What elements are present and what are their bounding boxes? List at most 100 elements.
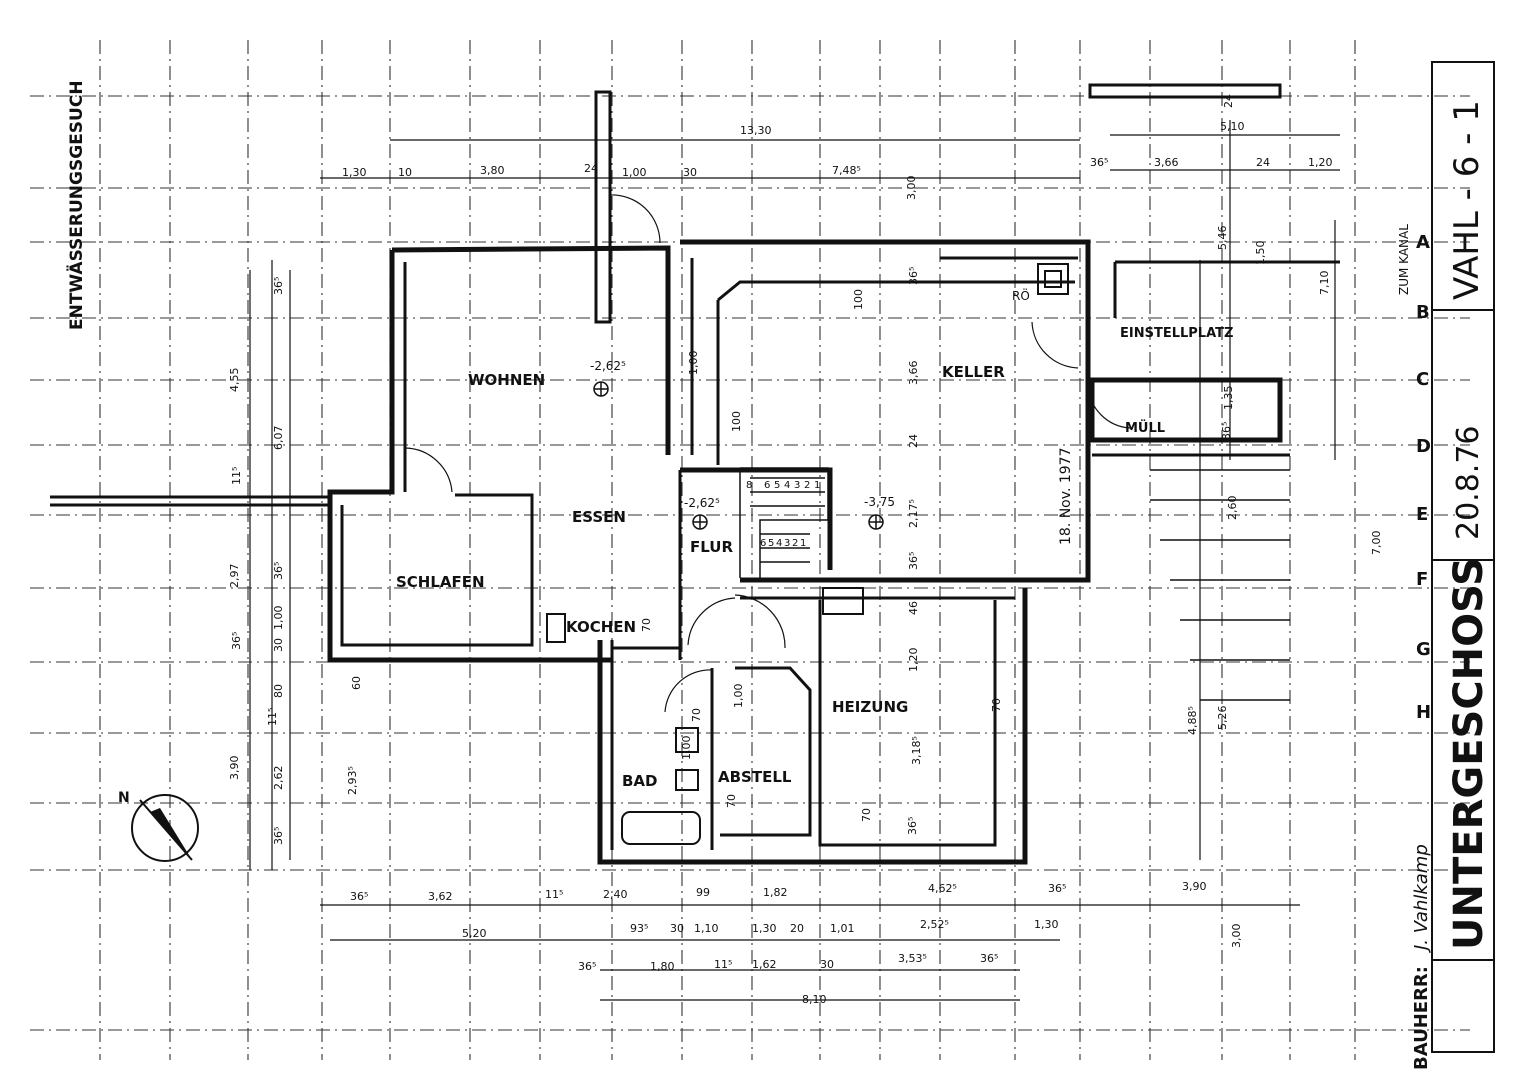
dim-label: 100 <box>730 411 743 432</box>
dim-label: 1,62 <box>752 958 777 971</box>
room-essen: ESSEN <box>572 508 626 526</box>
dim-label: 3,00 <box>1230 924 1243 949</box>
dim-label: 11⁵ <box>545 888 563 901</box>
dim-label: 11⁵ <box>266 708 279 726</box>
dims-bottom: 36⁵ 3,62 11⁵ 2,40 99 1,82 4,62⁵ 36⁵ 3,90… <box>350 880 1207 1006</box>
dim-label: 36⁵ <box>272 827 285 845</box>
dim-label: 3,62 <box>428 890 453 903</box>
axis-label-c: C <box>1416 369 1429 390</box>
step-label: 3 <box>794 480 800 491</box>
stairs <box>739 467 1290 701</box>
dim-label: 80 <box>272 684 285 698</box>
dim-label: 36⁵ <box>980 952 998 965</box>
dim-label: 36⁵ <box>578 960 596 973</box>
dim-label: 30 <box>272 638 285 652</box>
owner-name: J. Vahlkamp <box>1411 844 1432 953</box>
dim-label: 7,10 <box>1318 271 1331 296</box>
stamp-date: 18. Nov. 1977 <box>1058 448 1074 545</box>
step-label: 8 <box>746 480 752 491</box>
axis-label-f: F <box>1416 569 1428 590</box>
step-label: 5 <box>774 480 780 491</box>
dim-label: 1,20 <box>1308 156 1333 169</box>
dim-label: 1,20 <box>907 648 920 673</box>
room-labels: WOHNEN ESSEN SCHLAFEN KOCHEN FLUR KELLER… <box>396 326 1233 790</box>
zum-kanal-label: ZUM KANAL <box>1397 224 1411 295</box>
heating-boiler <box>822 587 864 615</box>
dim-label: 70 <box>860 808 873 822</box>
dim-label: 6,07 <box>272 426 285 451</box>
north-label: N <box>118 790 130 806</box>
dim-label: 11⁵ <box>714 958 732 971</box>
dim-label: 24 <box>1256 156 1270 169</box>
dim-label: 2,97 <box>228 564 241 589</box>
dim-label: 1,30 <box>752 922 777 935</box>
north-arrow-icon: N <box>118 790 199 862</box>
dim-label: 3,90 <box>228 756 241 781</box>
dim-label: 1,30 <box>342 166 367 179</box>
axis-label-e: E <box>1416 504 1428 525</box>
bathtub <box>621 811 701 845</box>
dim-label: 5,20 <box>462 927 487 940</box>
dim-label: 3,80 <box>480 164 505 177</box>
dim-label: 2,60 <box>1226 496 1239 521</box>
dim-label: 5,26 <box>1216 706 1229 731</box>
axis-label-g: G <box>1416 639 1431 660</box>
roe-label: RÖ <box>1012 287 1030 303</box>
step-label: 6 <box>760 538 766 549</box>
level-markers <box>593 381 884 530</box>
step-label: 6 <box>764 480 770 491</box>
room-heizung: HEIZUNG <box>832 698 908 716</box>
title-block: VAHL - 6 - 1 20.8.76 UNTERGESCHOSS BAUHE… <box>1411 61 1495 1070</box>
dim-label: 3,66 <box>907 361 920 386</box>
drain-shaft <box>1037 263 1069 295</box>
dims-left: 4,55 6,07 36⁵ 11⁵ 2,97 36⁵ 1,00 30 36⁵ 8… <box>228 277 363 845</box>
level-keller: -3,75 <box>864 495 895 509</box>
dim-label: 1,35 <box>1222 386 1235 411</box>
dim-label: 36⁵ <box>230 632 243 650</box>
room-schlafen: SCHLAFEN <box>396 573 485 591</box>
axis-label-a: A <box>1416 232 1430 253</box>
dim-label: 1,30 <box>1034 918 1059 931</box>
dim-label: 2,52⁵ <box>920 918 949 931</box>
dim-label: 36⁵ <box>1090 156 1108 169</box>
dim-label: 2,62 <box>272 766 285 791</box>
dims-top: 1,30 10 3,80 24 1,00 30 7,48⁵ 13,30 36⁵ … <box>342 94 1333 200</box>
grid-lines <box>30 40 1470 1060</box>
axis-label-d: D <box>1416 436 1431 457</box>
plan-date: 20.8.76 <box>1451 425 1486 540</box>
dim-label: 46 <box>907 601 920 615</box>
annotations: -2,62⁵ -2,62⁵ -3,75 ZUM KANAL RÖ 18. Nov… <box>590 224 1411 545</box>
dim-label: 36⁵ <box>350 890 368 903</box>
dim-label: 3,90 <box>1182 880 1207 893</box>
room-wohnen: WOHNEN <box>468 371 545 389</box>
owner-label: BAUHERR: <box>1411 966 1432 1070</box>
dim-label: 1,00 <box>687 351 700 376</box>
room-muell: MÜLL <box>1125 420 1165 436</box>
room-einstellplatz: EINSTELLPLATZ <box>1120 326 1233 341</box>
walls <box>50 83 1340 865</box>
dim-label: 36⁵ <box>272 277 285 295</box>
dim-label: 11⁵ <box>230 467 243 485</box>
dim-label: 10 <box>398 166 412 179</box>
dim-label: 5,46 <box>1216 226 1229 251</box>
kitchen-unit <box>546 613 566 643</box>
room-flur: FLUR <box>690 538 733 556</box>
dims-inner: 100 100 1,00 36⁵ 3,66 24 2,17⁵ 36⁵ 46 1,… <box>640 267 1233 835</box>
dim-label: 4,62⁵ <box>928 882 957 895</box>
dim-label: 4,88⁵ <box>1186 706 1199 735</box>
step-label: 1 <box>814 480 820 491</box>
dim-label: 5,10 <box>1220 120 1245 133</box>
dim-label: 36⁵ <box>906 817 919 835</box>
dim-label: 93⁵ <box>630 922 648 935</box>
axis-label-b: B <box>1416 302 1430 323</box>
dim-label: 13,30 <box>740 124 772 137</box>
dim-label: 24 <box>1222 94 1235 108</box>
dim-label: 36⁵ <box>272 562 285 580</box>
dim-label: 1,00 <box>680 736 693 761</box>
floor-name: UNTERGESCHOSS <box>1446 557 1492 950</box>
dim-label: 1,10 <box>694 922 719 935</box>
dim-label: 3,00 <box>905 176 918 201</box>
dim-label: 1,80 <box>650 960 675 973</box>
dim-label: 20 <box>790 922 804 935</box>
